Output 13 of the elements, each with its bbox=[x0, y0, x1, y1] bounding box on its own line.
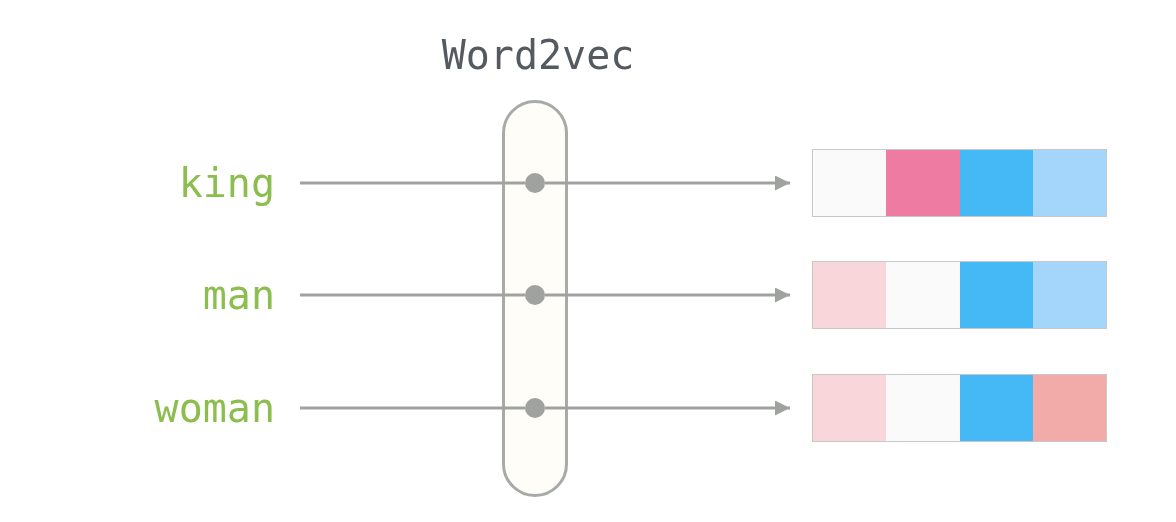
arrow bbox=[545, 175, 790, 191]
input-word: king bbox=[120, 159, 275, 207]
junction-dot bbox=[525, 173, 545, 193]
arrow bbox=[545, 400, 790, 416]
input-word: woman bbox=[120, 384, 275, 432]
vector-bar bbox=[812, 149, 1107, 217]
vector-bar bbox=[812, 261, 1107, 329]
vector-bar bbox=[812, 374, 1107, 442]
junction-dot bbox=[525, 285, 545, 305]
junction-dot bbox=[525, 398, 545, 418]
arrow bbox=[545, 287, 790, 303]
model-title: Word2vec bbox=[440, 31, 636, 79]
input-word: man bbox=[120, 271, 275, 319]
